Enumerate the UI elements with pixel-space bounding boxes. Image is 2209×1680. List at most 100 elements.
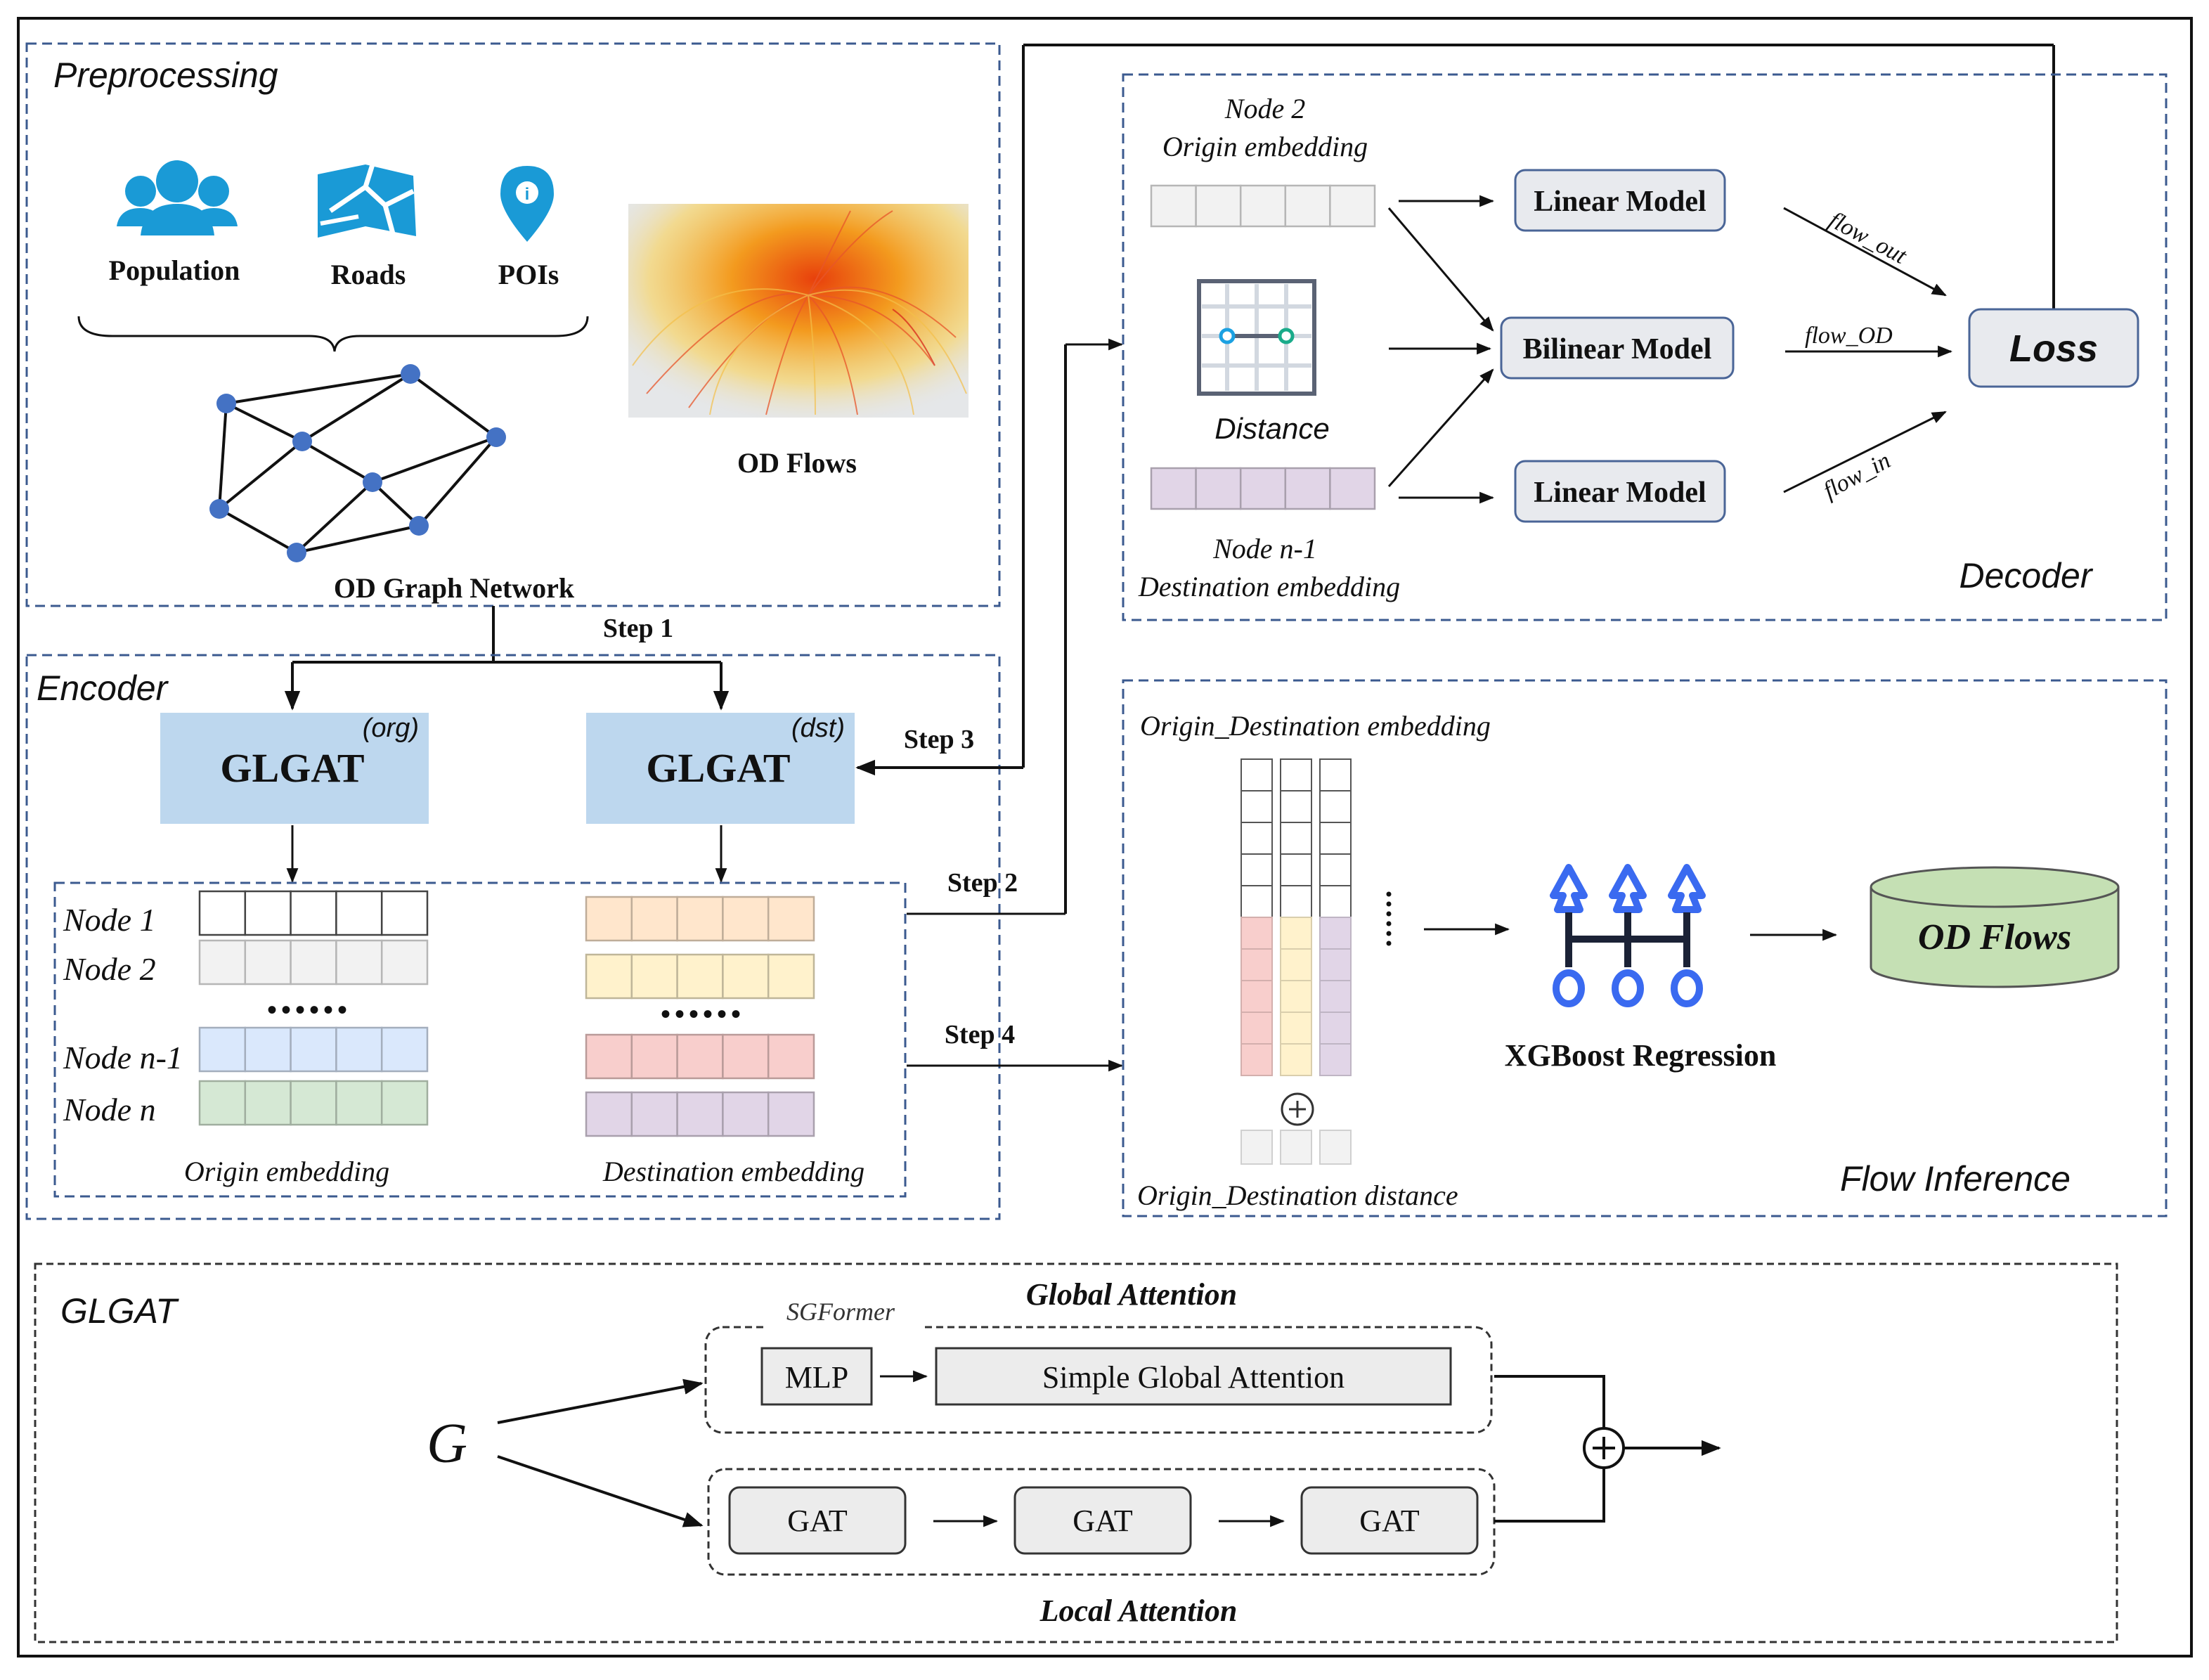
gat-block-2[interactable]: GAT (1013, 1486, 1192, 1555)
od-embedding-cell (1280, 917, 1312, 950)
decoder-dest-embedding-label: Destination embedding (1138, 571, 1400, 602)
vertical-ellipsis (1386, 891, 1392, 946)
embedding-cell (767, 1033, 815, 1080)
embedding-cell (290, 890, 337, 936)
od-embedding-cell (1280, 758, 1312, 791)
linear-model-top[interactable]: Linear Model (1514, 169, 1726, 232)
bilinear-model[interactable]: Bilinear Model (1500, 316, 1735, 380)
embedding-cell (1329, 184, 1376, 228)
dest-to-bilinear-arrow (1387, 368, 1494, 487)
embedding-cell (198, 939, 247, 986)
od-embedding-cell (1319, 790, 1352, 823)
simple-global-attention-label: Simple Global Attention (1042, 1360, 1345, 1395)
decoder-panel: Node 2 Origin embedding Distance Node n-… (1122, 73, 2168, 621)
embedding-cell (1329, 467, 1376, 510)
embedding-cell (335, 1080, 383, 1126)
step3-label: Step 3 (904, 725, 974, 754)
bilinear-model-label: Bilinear Model (1523, 333, 1712, 366)
mlp-label: MLP (785, 1360, 848, 1395)
gat-block-3-label: GAT (1359, 1504, 1420, 1538)
origin-embedding-row (198, 1026, 429, 1073)
glgat-detail-title: GLGAT (60, 1291, 179, 1331)
od-embedding-cell (1240, 885, 1273, 918)
embedding-cell (380, 1080, 429, 1126)
grouping-brace (77, 316, 589, 352)
step2-label: Step 2 (947, 868, 1018, 898)
mlp-block[interactable]: MLP (760, 1347, 873, 1406)
flow-inference-panel: Origin_Destination embedding Origin_Dest… (1122, 679, 2168, 1217)
od-embedding-cell (1319, 1043, 1352, 1076)
flow-inference-title: Flow Inference (1840, 1159, 2071, 1198)
flow-od-label: flow_OD (1805, 323, 1893, 349)
embedding-cell (722, 1033, 770, 1080)
embedding-cell (244, 1080, 292, 1126)
embedding-cell (244, 1026, 292, 1073)
step1-connector (284, 606, 730, 711)
loss-block[interactable]: Loss (1968, 308, 2139, 388)
embedding-cell (244, 939, 292, 986)
od-graph-network-label: OD Graph Network (334, 572, 575, 604)
encoder-title: Encoder (37, 668, 169, 708)
embedding-cell (676, 953, 724, 1000)
embedding-cell (630, 1091, 678, 1137)
local-attention-title: Local Attention (1039, 1594, 1238, 1628)
embedding-cell (585, 953, 633, 1000)
od-embedding-cell (1280, 1043, 1312, 1076)
embedding-cell (722, 953, 770, 1000)
embedding-cell (1239, 467, 1287, 510)
glgat-detail-border (34, 1262, 2118, 1643)
gat-block-1-label: GAT (787, 1504, 848, 1538)
flow-out-arrow (1783, 207, 1947, 297)
od-embedding-cell (1240, 980, 1273, 1013)
outer-frame (17, 17, 2193, 1658)
od-embedding-cell (1240, 822, 1273, 855)
xgboost-label: XGBoost Regression (1505, 1038, 1777, 1073)
od-embedding-cell (1319, 853, 1352, 886)
global-attention-title: Global Attention (1026, 1277, 1237, 1312)
encoder-panel: Encoder GLGAT (org) GLGAT (dst) Node 1 N… (25, 654, 1001, 1220)
sgformer-label-bg (765, 1313, 924, 1341)
od-embedding-cell (1240, 853, 1273, 886)
decoder-border (1122, 73, 2168, 621)
embedding-cell (198, 1080, 247, 1126)
od-distance-label: Origin_Destination distance (1137, 1180, 1458, 1211)
gat-block-3[interactable]: GAT (1300, 1486, 1479, 1555)
destination-ellipsis: •••••• (661, 998, 745, 1030)
node-n-label: Node n (63, 1092, 156, 1127)
od-embedding-cell (1240, 1012, 1273, 1045)
embedding-cell (198, 1026, 247, 1073)
decoder-origin-embedding (1150, 184, 1376, 228)
od-embedding-cell (1280, 853, 1312, 886)
embedding-cell (1239, 184, 1287, 228)
origin-embedding-caption: Origin embedding (184, 1156, 389, 1187)
destination-embedding-rows (585, 896, 815, 1137)
embedding-cell (290, 1026, 337, 1073)
od-flows-database[interactable]: OD Flows (1870, 866, 2120, 988)
embedding-cell (630, 896, 678, 942)
g-to-local-arrow (497, 1455, 704, 1527)
step4-label: Step 4 (945, 1020, 1015, 1049)
decoder-origin-row (1150, 184, 1376, 228)
sgformer-label: SGFormer (786, 1298, 895, 1326)
gat-block-1[interactable]: GAT (728, 1486, 907, 1555)
glgat-dst-block[interactable]: GLGAT (dst) (586, 713, 855, 824)
svg-text:i: i (525, 185, 530, 204)
decoder-origin-embedding-label: Origin embedding (1162, 131, 1368, 162)
od-embedding-columns (1240, 758, 1352, 1076)
od-embedding-cell (1280, 1012, 1312, 1045)
roads-map-icon (318, 163, 416, 238)
od-embedding-column (1240, 758, 1273, 1076)
od-graph-network (209, 364, 506, 562)
embedding-cell (767, 896, 815, 942)
linear-model-bottom[interactable]: Linear Model (1514, 460, 1726, 523)
node-1-label: Node 1 (63, 902, 156, 938)
od-flows-output-label: OD Flows (1918, 917, 2071, 957)
embedding-cell (198, 890, 247, 936)
od-embedding-cell (1319, 980, 1352, 1013)
origin-embedding-row (198, 890, 429, 936)
simple-global-attention-block[interactable]: Simple Global Attention (935, 1347, 1452, 1406)
od-embedding-column (1280, 758, 1312, 1076)
glgat-org-block[interactable]: GLGAT (org) (160, 713, 429, 824)
embedding-cell (1284, 184, 1331, 228)
